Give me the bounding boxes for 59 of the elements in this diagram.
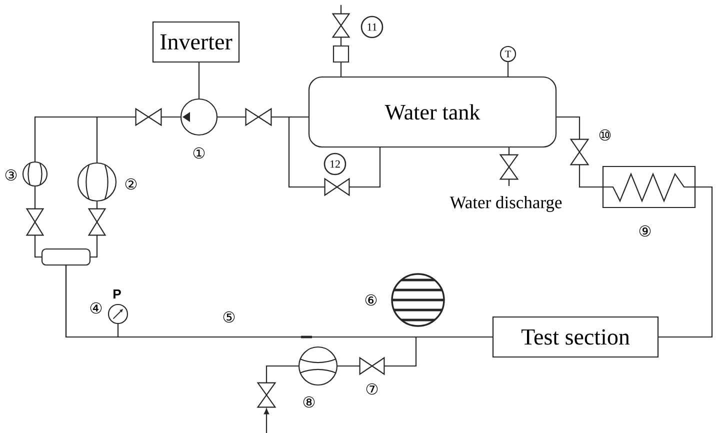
callout-number: ⑥ (365, 294, 377, 306)
callout-number: ③ (5, 169, 17, 181)
pipe (507, 62, 509, 76)
water-tank: Water tank (308, 76, 557, 148)
filter-box (332, 45, 350, 63)
signal-line (198, 62, 200, 98)
pipe (508, 179, 510, 186)
pipe (384, 336, 492, 367)
callout-number: ④ (90, 302, 102, 314)
pipe (556, 116, 580, 140)
valve (26, 208, 44, 236)
pipe (578, 164, 602, 188)
valve (332, 13, 350, 38)
valve (245, 108, 272, 126)
pipe (266, 365, 298, 383)
heater (602, 166, 696, 208)
callout-number: ① (193, 147, 205, 159)
outlet-label: Water discharge (450, 196, 562, 212)
pipe (340, 62, 342, 76)
pipe (340, 5, 342, 14)
valve (135, 108, 162, 126)
pump-symbol (180, 98, 218, 136)
pipe (658, 186, 713, 338)
pipe (349, 148, 381, 188)
pressure-gauge (108, 304, 128, 324)
callout-number: ⑤ (223, 311, 235, 323)
pipe (96, 116, 136, 162)
test-section-box: Test section (492, 316, 659, 358)
pipe (34, 235, 42, 258)
inlet-arrow (264, 408, 270, 433)
pipe (161, 116, 180, 118)
flowmeter (77, 162, 117, 202)
flowmeter (22, 161, 48, 187)
valve (88, 208, 106, 236)
pipe (65, 266, 119, 338)
striped-vessel (391, 273, 445, 327)
temperature-sensor: T (500, 46, 516, 62)
inverter-box: Inverter (152, 21, 240, 63)
callout-number: ⑨ (639, 225, 651, 237)
pipe (34, 186, 36, 209)
valve (499, 154, 519, 180)
pipe (340, 37, 342, 46)
pipe (96, 202, 98, 209)
pipe (271, 116, 325, 188)
valve (570, 138, 590, 166)
flowmeter (298, 346, 338, 386)
callout-number: ② (125, 178, 137, 190)
pipe (90, 235, 98, 258)
pipe (218, 116, 246, 118)
valve (359, 356, 385, 376)
manifold (41, 248, 91, 266)
pipe (338, 365, 360, 367)
gauge-label: P (114, 290, 121, 298)
pipe (508, 148, 510, 155)
valve (324, 178, 350, 196)
callout-number: ⑩ (599, 129, 611, 141)
valve (256, 382, 276, 408)
callout-number: ⑦ (366, 383, 378, 395)
callout-number: ⑧ (303, 396, 315, 408)
